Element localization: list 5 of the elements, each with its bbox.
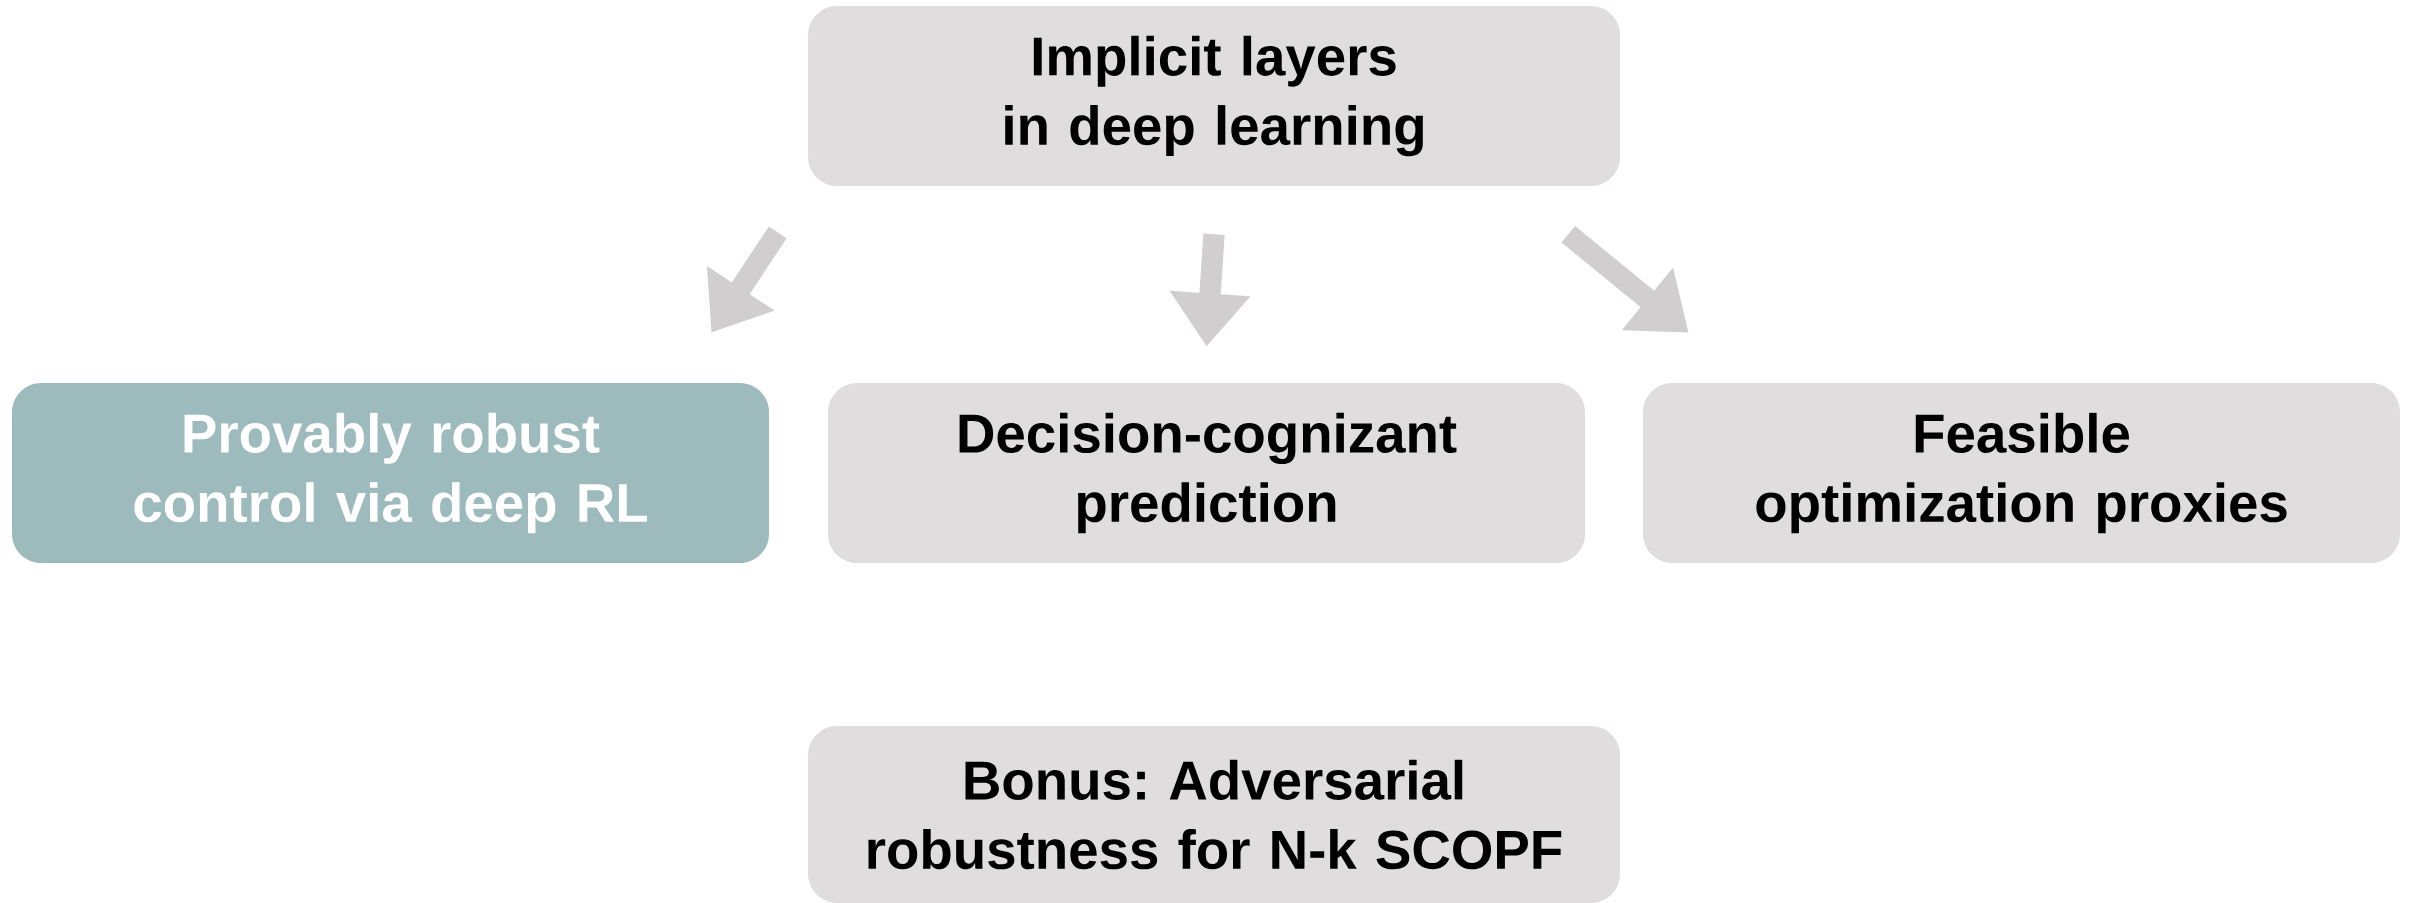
process-box: Implicit layers in deep learning: [808, 6, 1620, 186]
process-box: Provably robust control via deep RL: [11, 383, 770, 563]
process-box: Feasible optimization proxies: [1643, 383, 2401, 563]
process-box: Decision-cognizant prediction: [828, 383, 1586, 563]
process-box: Bonus: Adversarial robustness for N-k SCOPF: [808, 726, 1620, 903]
